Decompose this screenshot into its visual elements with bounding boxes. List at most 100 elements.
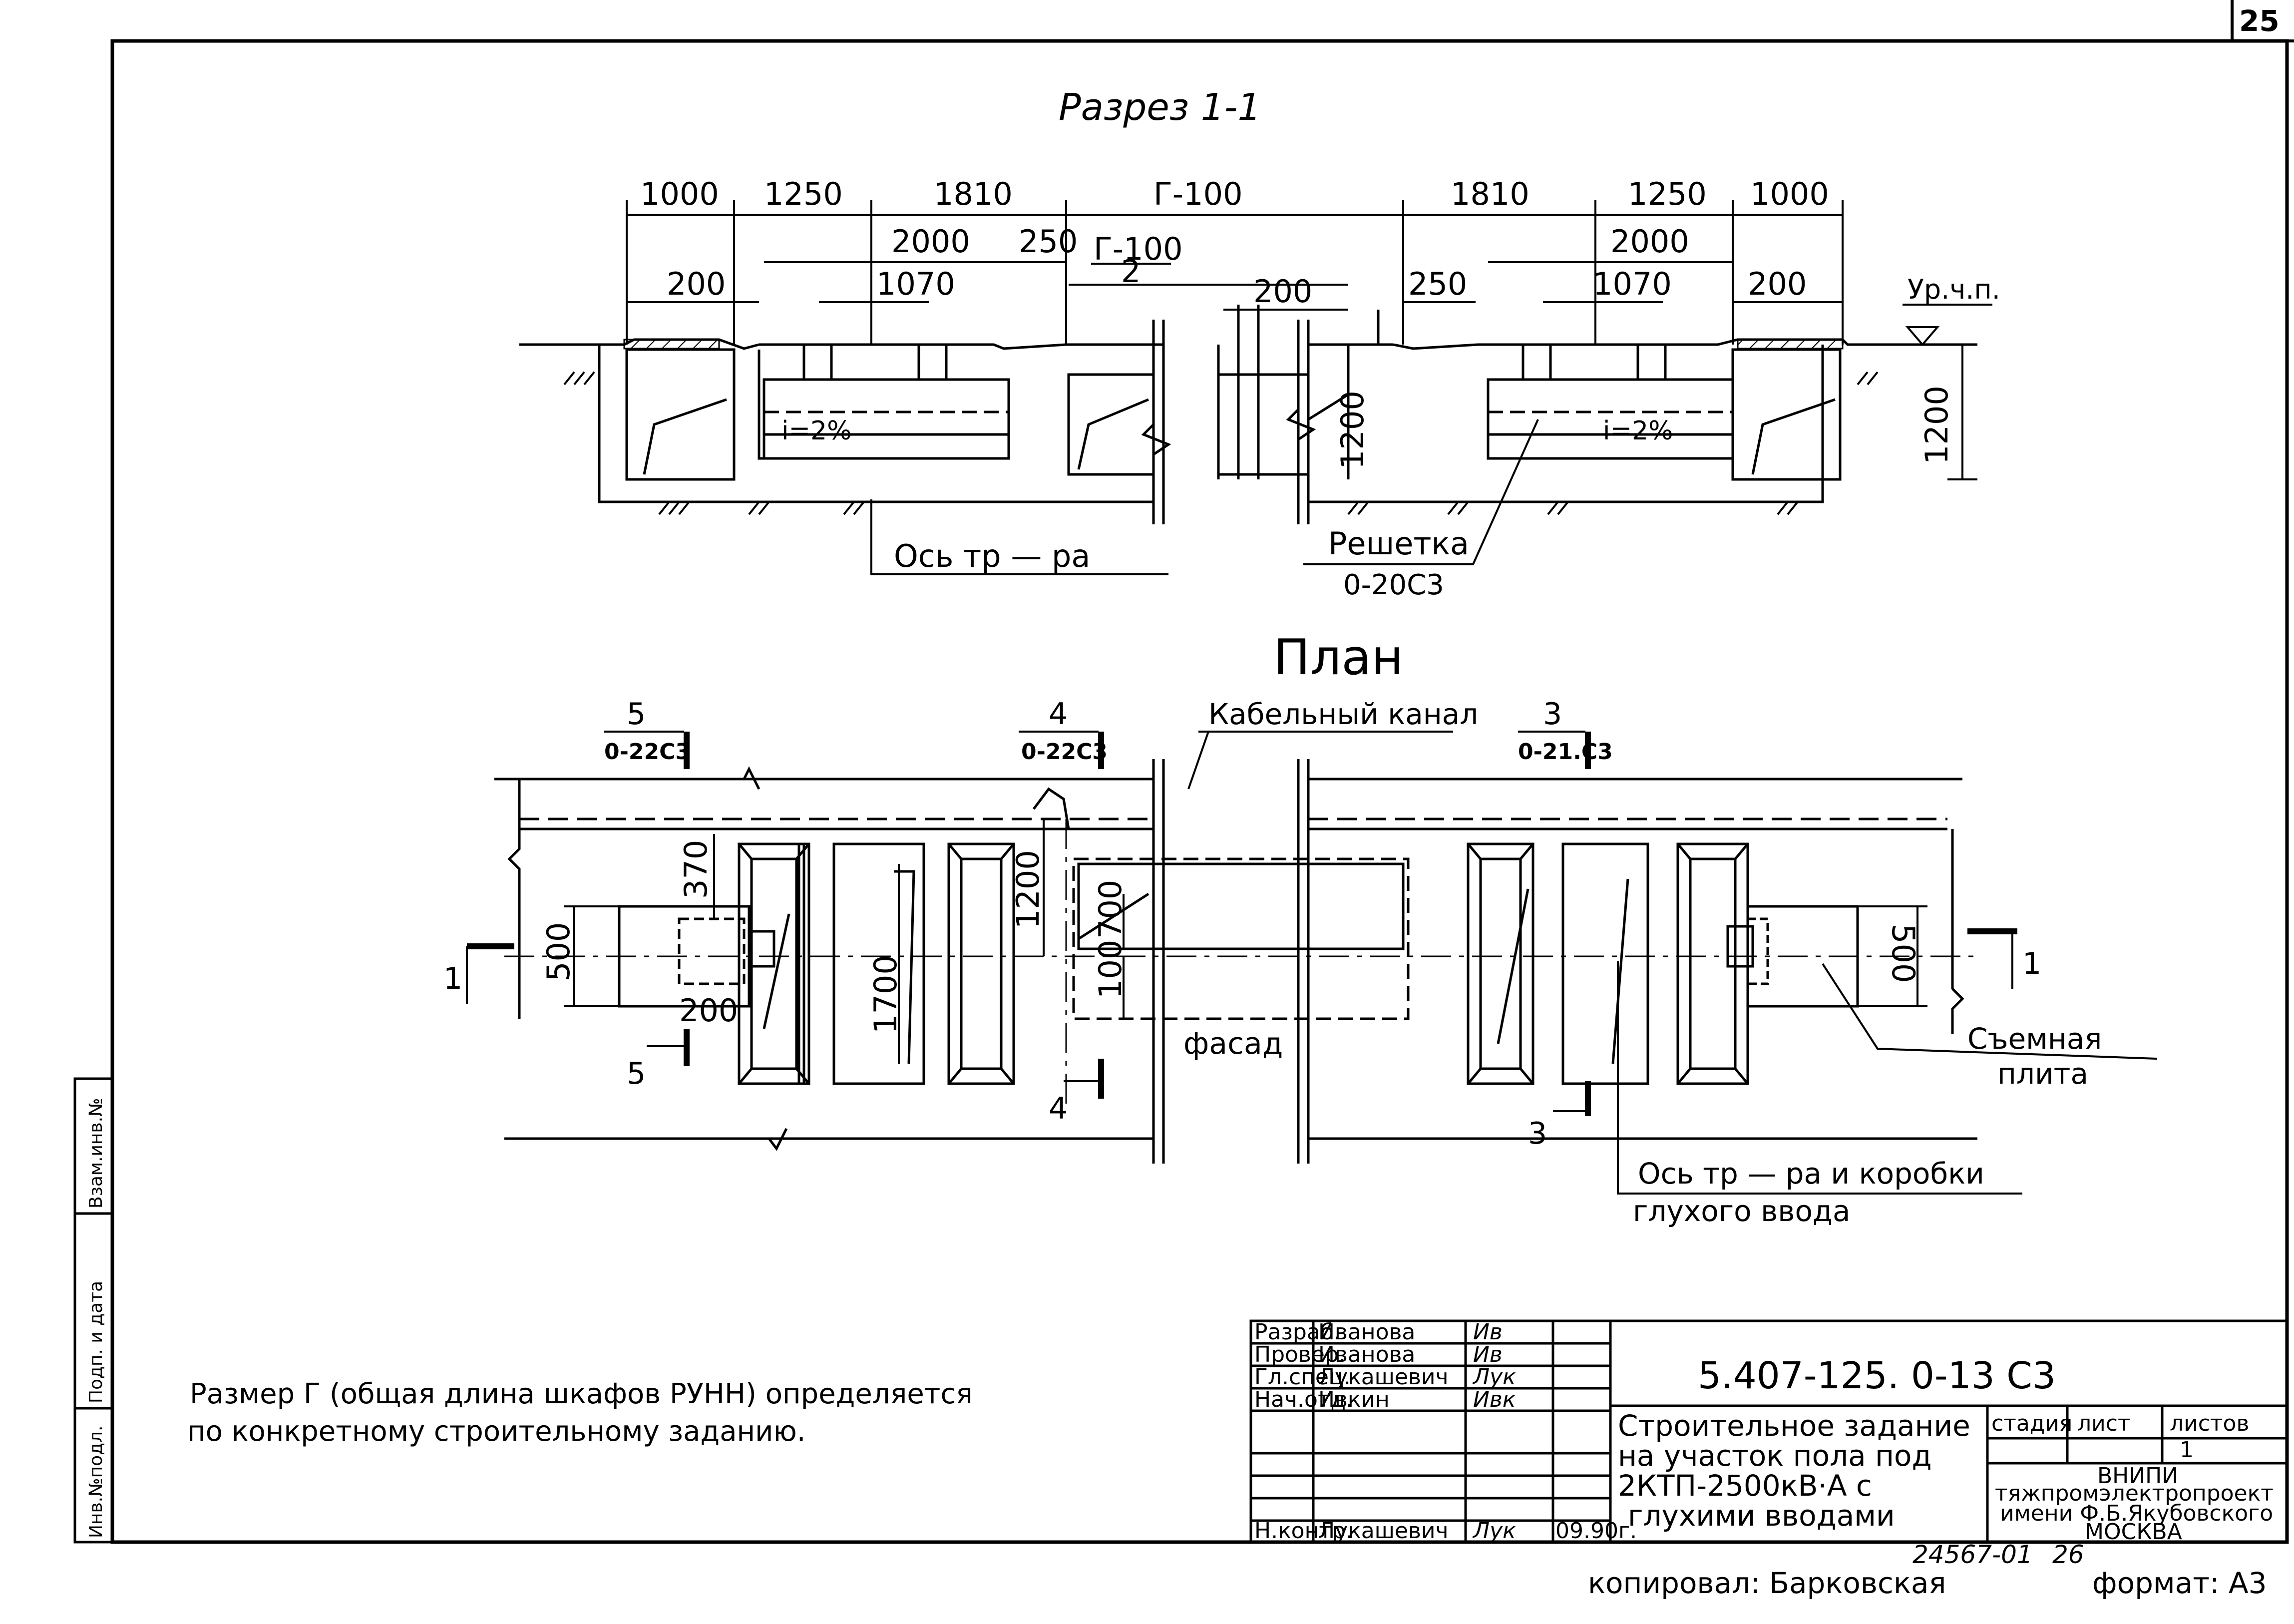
dim-200-mid: 200 bbox=[1253, 273, 1312, 310]
title-block-grid bbox=[1249, 1319, 2289, 1544]
slope-left: i=2% bbox=[781, 416, 852, 446]
stamp-inventory: Инв.№подл. bbox=[86, 1426, 106, 1538]
svg-text:Ив: Ив bbox=[1473, 1342, 1503, 1367]
header-sheets: листов bbox=[2170, 1411, 2249, 1436]
dim-g100: Г-100 bbox=[1153, 176, 1243, 212]
fraction-numerator: Г-100 bbox=[1094, 231, 1183, 267]
svg-text:Лук: Лук bbox=[1472, 1518, 1516, 1544]
dim-200-right: 200 bbox=[1748, 266, 1807, 302]
svg-text:0-22С3: 0-22С3 bbox=[1021, 739, 1108, 765]
plan-dim-500-left: 500 bbox=[540, 922, 577, 981]
svg-text:Ивкин: Ивкин bbox=[1318, 1387, 1390, 1412]
dim-1000-left: 1000 bbox=[640, 176, 719, 212]
cut-4-bottom: 4 bbox=[1049, 1091, 1068, 1126]
svg-text:Гл.спец.: Гл.спец. bbox=[1254, 1364, 1351, 1390]
dim-1810-right: 1810 bbox=[1451, 176, 1529, 212]
plan-dim-500-right: 500 bbox=[1885, 924, 1921, 983]
cut-1-right: 1 bbox=[2022, 946, 2041, 981]
plan-body bbox=[494, 759, 1977, 1164]
sheet-frame bbox=[110, 0, 2294, 1544]
svg-text:Ивк: Ивк bbox=[1473, 1387, 1516, 1412]
dim-1250-right: 1250 bbox=[1628, 176, 1707, 212]
section-title: Разрез 1-1 bbox=[1059, 86, 1261, 129]
plan-dim-370: 370 bbox=[678, 840, 714, 899]
svg-text:Иванова: Иванова bbox=[1318, 1342, 1415, 1367]
plan-dim-100: 100 bbox=[1092, 940, 1129, 999]
dim-200-left: 200 bbox=[667, 266, 726, 302]
plan-dim-700: 700 bbox=[1092, 880, 1129, 939]
stamp-sign-date: Подп. и дата bbox=[86, 1281, 106, 1403]
svg-text:Н.контр.: Н.контр. bbox=[1254, 1518, 1353, 1544]
svg-text:Ив: Ив bbox=[1473, 1319, 1503, 1345]
plan-dim-1200: 1200 bbox=[1010, 850, 1046, 929]
slope-right: i=2% bbox=[1603, 416, 1673, 446]
description-line2: на участок пола под bbox=[1618, 1439, 1932, 1473]
depth-1200-mid: 1200 bbox=[1334, 391, 1371, 469]
svg-text:Разраб.: Разраб. bbox=[1254, 1319, 1341, 1345]
dim-1810-left: 1810 bbox=[934, 176, 1013, 212]
section-leaders bbox=[870, 419, 1539, 575]
dim-250-right: 250 bbox=[1408, 266, 1467, 302]
svg-text:Нач.отд.: Нач.отд. bbox=[1254, 1387, 1353, 1412]
section-dimension-lines bbox=[626, 200, 1992, 345]
axis-box-line2: глухого ввода bbox=[1633, 1194, 1851, 1228]
svg-text:0-22С3: 0-22С3 bbox=[604, 739, 691, 765]
description-line1: Строительное задание bbox=[1618, 1409, 1970, 1443]
cut-mark-4-top: 4 0-22С3 bbox=[1019, 697, 1108, 769]
depth-1200-right: 1200 bbox=[1918, 386, 1955, 464]
org-line4: МОСКВА bbox=[2085, 1519, 2182, 1545]
cut-marks-bottom bbox=[647, 1029, 1591, 1116]
ground-hatch bbox=[563, 371, 1879, 515]
dim-2000-left: 2000 bbox=[891, 223, 970, 260]
header-sheet: лист bbox=[2077, 1411, 2131, 1436]
dim-1250-left: 1250 bbox=[764, 176, 843, 212]
sheet-count: 1 bbox=[2180, 1437, 2194, 1463]
svg-text:4: 4 bbox=[1049, 697, 1068, 732]
note-line1: Размер Г (общая длина шкафов РУНН) опред… bbox=[190, 1378, 973, 1410]
svg-text:Иванова: Иванова bbox=[1318, 1319, 1415, 1345]
copied-by: копировал: Барковская bbox=[1588, 1566, 1946, 1600]
svg-text:5: 5 bbox=[627, 697, 646, 732]
svg-text:Лук: Лук bbox=[1472, 1364, 1516, 1390]
svg-text:Лукашевич: Лукашевич bbox=[1318, 1364, 1449, 1390]
cut-3-bottom: 3 bbox=[1528, 1116, 1547, 1151]
cut-5-bottom: 5 bbox=[627, 1056, 646, 1091]
grate-label: Решетка bbox=[1328, 525, 1469, 562]
cabinets-right bbox=[1467, 842, 1859, 1085]
org-line2: тяжпромэлектропроект bbox=[1995, 1481, 2274, 1506]
axis-box-leader bbox=[1617, 961, 2022, 1195]
org-line3: имени Ф.Б.Якубовского bbox=[2000, 1501, 2273, 1526]
description-line3: 2КТП-2500кВ·А с bbox=[1618, 1469, 1872, 1503]
plan-dim-200: 200 bbox=[679, 992, 738, 1029]
cut-mark-5-top: 5 0-22С3 bbox=[604, 697, 691, 769]
svg-text:Провер.: Провер. bbox=[1254, 1342, 1346, 1367]
archive-sheet: 26 bbox=[2052, 1540, 2084, 1569]
cut-1-left: 1 bbox=[443, 961, 462, 996]
section-body bbox=[519, 305, 1977, 524]
plan-dim-1700: 1700 bbox=[867, 955, 904, 1034]
removable-slab-line2: плита bbox=[1997, 1057, 2088, 1091]
side-stamp bbox=[73, 1077, 114, 1544]
svg-text:0-21.С3: 0-21.С3 bbox=[1518, 739, 1613, 765]
facade-label: фасад bbox=[1183, 1026, 1283, 1061]
plan-title: План bbox=[1273, 629, 1403, 686]
org-line1: ВНИПИ bbox=[2097, 1463, 2178, 1489]
plan-dimension-lines bbox=[564, 819, 1927, 1064]
note-line2: по конкретному строительному заданию. bbox=[187, 1415, 806, 1448]
depth-dimension-lines bbox=[1347, 345, 1977, 480]
dim-1000-right: 1000 bbox=[1750, 176, 1829, 212]
stamp-replace: Взам.инв.№ bbox=[86, 1098, 106, 1209]
title-block-rows: Разраб. Иванова Ив Провер. Иванова Ив Гл… bbox=[1254, 1319, 1637, 1544]
axis-label-section: Ось тр — ра bbox=[894, 538, 1090, 574]
document-code: 5.407-125. 0-13 С3 bbox=[1698, 1354, 2056, 1397]
floor-level-label: Ур.ч.п. bbox=[1908, 274, 2000, 305]
removable-slab-leader bbox=[1822, 963, 2158, 1060]
format-label: формат: А3 bbox=[2092, 1566, 2267, 1600]
dim-250-left: 250 bbox=[1019, 223, 1078, 260]
fraction-denominator: 2 bbox=[1121, 253, 1141, 290]
svg-text:3: 3 bbox=[1543, 697, 1562, 732]
cable-channel-label: Кабельный канал bbox=[1208, 697, 1478, 731]
dim-2000-right: 2000 bbox=[1610, 223, 1689, 260]
description-line4: глухими вводами bbox=[1628, 1499, 1895, 1533]
